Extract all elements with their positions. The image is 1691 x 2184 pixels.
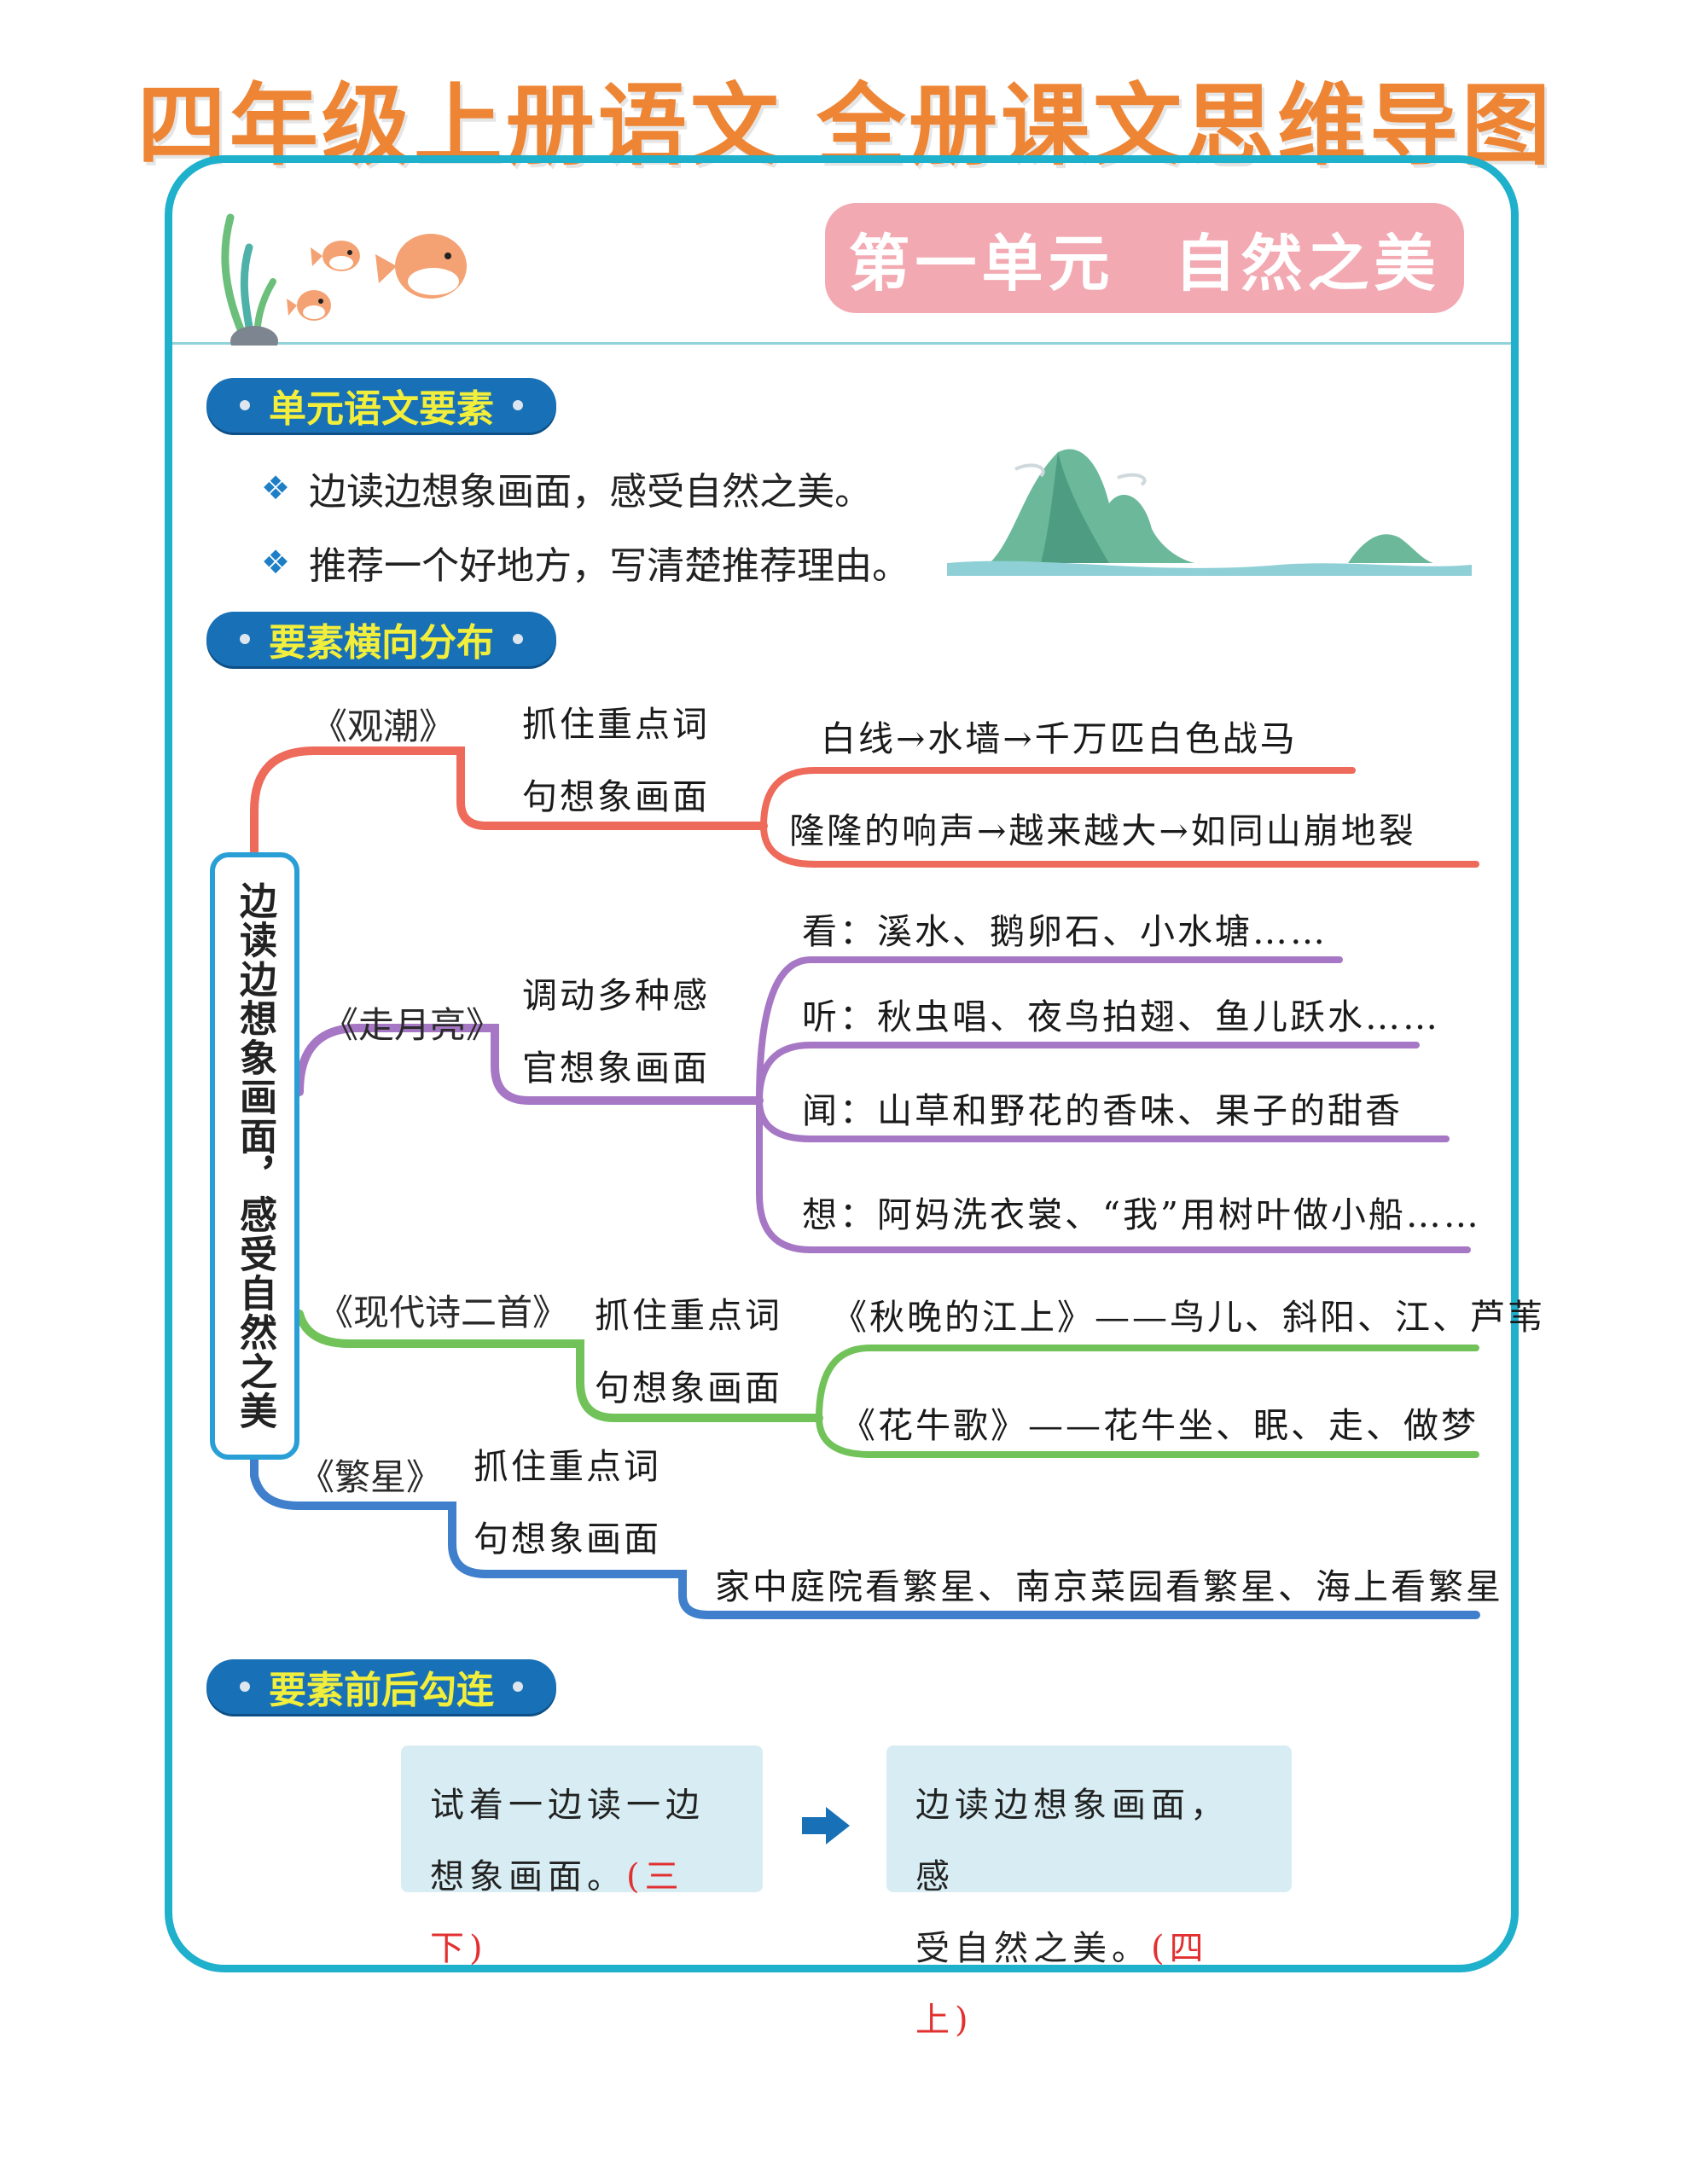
dot-icon [513,400,523,410]
section-pill-elements: 单元语文要素 [206,378,556,433]
method-text: 句想象画面 [595,1368,782,1409]
right-arrow-icon [802,1807,850,1844]
method-text: 抓住重点词 [595,1295,782,1336]
detail-text: 《花牛歌》——花牛坐、眠、走、做梦 [840,1405,1479,1446]
lesson-guanchao: 《观潮》 [311,706,456,747]
detail-text: 白线→水墙→千万匹白色战马 [821,718,1298,759]
method-text: 抓住重点词 [474,1446,661,1487]
method-text: 调动多种感 [522,975,710,1016]
central-node-text: 边读边想象画面，感受自然之美 [233,881,276,1431]
section-label: 要素前后勾连 [269,1669,494,1712]
section-pill-connection: 要素前后勾连 [206,1659,556,1714]
after-grade-box: 边读边想象画面，感 受自然之美。(四上) [886,1745,1292,2040]
diamond-icon: ❖ [261,469,291,507]
element-bullet: ❖ 推荐一个好地方，写清楚推荐理由。 [261,535,909,590]
dot-icon [513,634,523,644]
box-line: 试着一边读一边 [430,1786,705,1825]
central-node: 边读边想象画面，感受自然之美 [210,852,299,1460]
header-divider [172,342,1511,345]
grade-label: (四上) [915,1929,1209,2040]
detail-text: 想：阿妈洗衣裳、“我”用树叶做小船…… [802,1194,1481,1235]
box-text: 想象画面。 [430,1857,626,1896]
detail-text: 看：溪水、鹅卵石、小水塘…… [802,911,1328,952]
dot-icon [240,634,250,644]
unit-badge: 第一单元 自然之美 [825,203,1464,313]
bullet-text: 推荐一个好地方，写清楚推荐理由。 [309,544,910,588]
method-text: 抓住重点词 [522,704,710,745]
box-text: 受自然之美。 [915,1929,1151,1968]
bullet-text: 边读边想象画面，感受自然之美。 [309,470,873,514]
detail-text: 隆隆的响声→越来越大→如同山崩地裂 [789,810,1416,851]
detail-text: 闻：山草和野花的香味、果子的甜香 [802,1090,1403,1131]
fish-icon [311,241,360,271]
unit-number: 第一单元 [848,228,1115,299]
dot-icon [240,1682,250,1692]
method-text: 句想象画面 [474,1519,661,1560]
diamond-icon: ❖ [261,543,291,581]
box-line: 边读边想象画面，感 [915,1786,1229,1896]
unit-theme: 自然之美 [1174,228,1441,299]
section-label: 要素横向分布 [269,621,494,665]
grade-label: (三下) [430,1857,684,1968]
element-bullet: ❖ 边读边想象画面，感受自然之美。 [261,461,872,515]
box-line: 受自然之美。(四上) [915,1913,1263,2056]
detail-text: 听：秋虫唱、夜鸟拍翅、鱼儿跃水…… [802,996,1440,1037]
detail-text: 家中庭院看繁星、南京菜园看繁星、海上看繁星 [715,1566,1503,1607]
box-line: 想象画面。(三下) [430,1841,734,1984]
content-frame [165,155,1519,1972]
lesson-xiandaishi: 《现代诗二首》 [317,1292,569,1333]
section-pill-distribution: 要素横向分布 [206,612,556,666]
lesson-zouyueliang: 《走月亮》 [323,1004,503,1046]
lesson-fanxing: 《繁星》 [299,1456,443,1498]
mountain-landscape-illustration [947,449,1472,576]
before-grade-box: 试着一边读一边 想象画面。(三下) [401,1745,763,1968]
section-label: 单元语文要素 [269,387,494,431]
dot-icon [513,1682,523,1692]
detail-text: 《秋晚的江上》——鸟儿、斜阳、江、芦苇 [832,1297,1545,1338]
method-text: 官想象画面 [522,1048,710,1089]
fish-seaweed-illustration [221,213,467,346]
method-text: 句想象画面 [522,776,710,817]
dot-icon [240,400,250,410]
